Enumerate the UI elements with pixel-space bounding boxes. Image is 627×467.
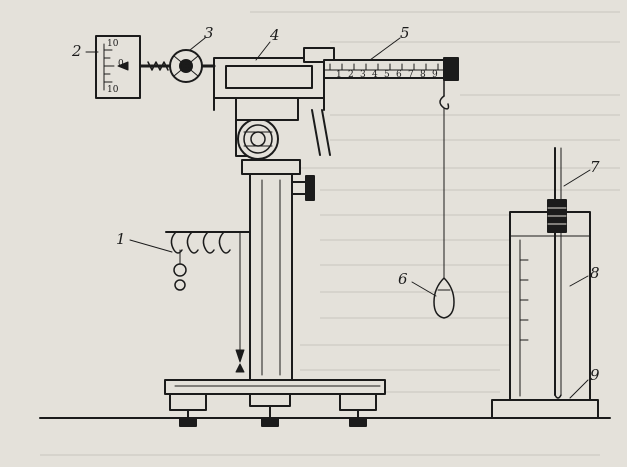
cylinder-stand: [491, 399, 599, 419]
beam-tick-3: 3: [360, 70, 366, 80]
rider-weights: [165, 231, 251, 291]
support-column: [241, 159, 315, 381]
dial-label-zero: 0: [118, 59, 124, 69]
leader-lines: [85, 37, 591, 399]
callout-4-beam-housing: 4: [270, 26, 280, 44]
callout-1-rider-weights: 1: [116, 230, 126, 248]
bleed-through-text: [40, 11, 620, 456]
beam-tick-9: 9: [432, 70, 438, 80]
callout-3-counterweight: 3: [204, 24, 214, 42]
stirrup-hook: [439, 79, 450, 279]
beam-tick-8: 8: [420, 70, 426, 80]
dial-label-top: 10: [107, 39, 119, 49]
beam-tick-5: 5: [384, 70, 390, 80]
balance-base: [164, 379, 386, 427]
beam-housing: [213, 47, 335, 156]
thermometer: [547, 147, 567, 399]
callout-9-stand: 9: [590, 366, 600, 384]
beam-tick-1: 1: [336, 70, 342, 80]
callout-5-beam-scale: 5: [400, 24, 410, 42]
counterweight-disc[interactable]: [169, 49, 203, 83]
plumb-bob: [235, 231, 245, 373]
callout-2-zero-dial: 2: [72, 42, 82, 60]
callout-7-thermometer: 7: [590, 158, 600, 176]
measuring-cylinder: [509, 211, 591, 401]
zero-scale-dial: [95, 35, 141, 99]
callout-6-plummet: 6: [398, 270, 408, 288]
balance-beam: [323, 57, 459, 81]
glass-plummet: [433, 277, 455, 319]
beam-tick-4: 4: [372, 70, 378, 80]
beam-tick-6: 6: [396, 70, 402, 80]
arrestor-knob[interactable]: [235, 118, 279, 160]
dial-label-bottom: 10: [107, 85, 119, 95]
beam-tick-2: 2: [348, 70, 354, 80]
beam-tick-7: 7: [408, 70, 414, 80]
callout-8-cylinder: 8: [590, 264, 600, 282]
